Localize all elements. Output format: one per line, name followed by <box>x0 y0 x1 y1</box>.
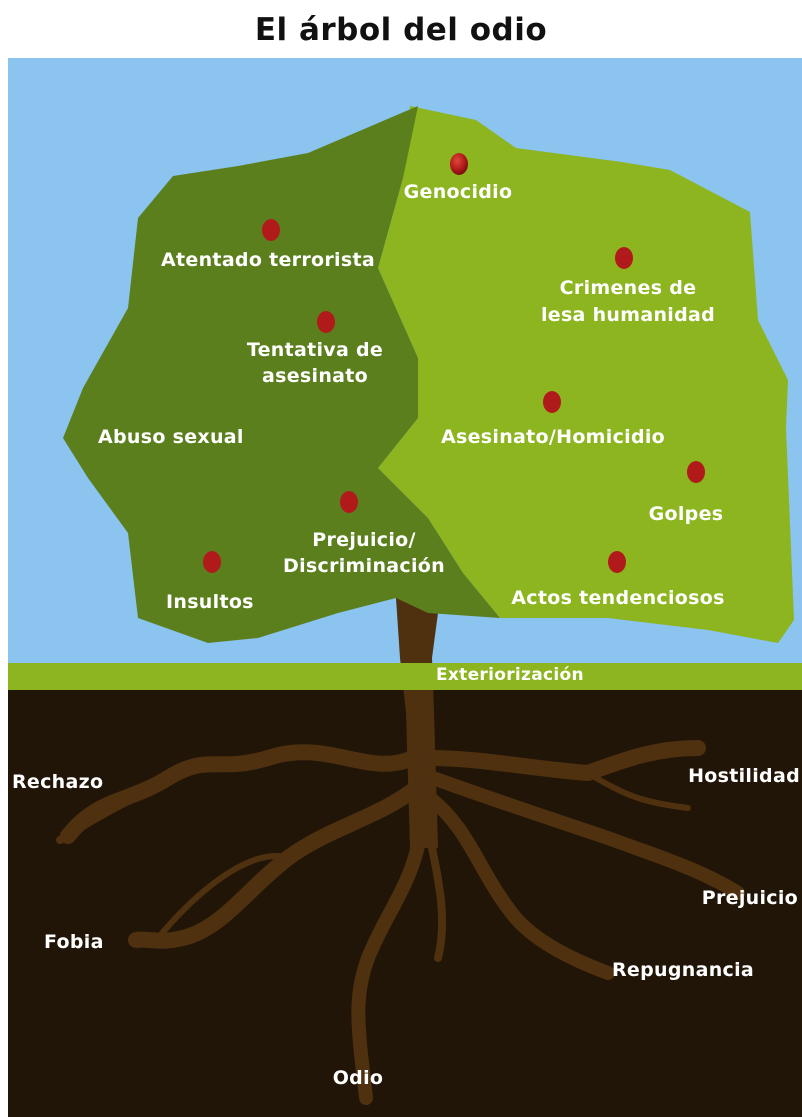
fruit-icon <box>685 458 707 484</box>
fruit-icon <box>260 216 282 242</box>
label-golpes: Golpes <box>626 502 746 526</box>
title-bar: El árbol del odio <box>0 0 802 58</box>
label-crimenes-line2: lesa humanidad <box>518 303 738 327</box>
ground-band <box>8 663 802 690</box>
label-insultos: Insultos <box>166 590 254 614</box>
label-abuso-sexual: Abuso sexual <box>98 425 244 449</box>
label-hostilidad: Hostilidad <box>642 764 800 788</box>
label-actos-tendenciosos: Actos tendenciosos <box>498 586 738 610</box>
label-tentativa-line2: asesinato <box>230 364 400 388</box>
label-prejuicio-root: Prejuicio <box>642 886 798 910</box>
fruit-icon <box>201 548 223 574</box>
label-exteriorizacion: Exteriorización <box>436 663 584 687</box>
fruit-icon <box>606 548 628 574</box>
page-title: El árbol del odio <box>0 12 802 48</box>
fruit-icon <box>541 388 563 414</box>
label-atentado-terrorista: Atentado terrorista <box>153 248 383 272</box>
label-asesinato-homicidio: Asesinato/Homicidio <box>428 425 678 449</box>
fruit-icon <box>338 488 360 514</box>
label-rechazo: Rechazo <box>12 770 103 794</box>
label-odio: Odio <box>308 1066 408 1090</box>
fruit-icon <box>315 308 337 334</box>
label-prejuicio-line2: Discriminación <box>274 554 454 578</box>
label-repugnancia: Repugnancia <box>612 958 754 982</box>
label-prejuicio-line1: Prejuicio/ <box>274 528 454 552</box>
label-genocidio: Genocidio <box>388 180 528 204</box>
fruit-icon <box>613 244 635 270</box>
label-tentativa-line1: Tentativa de <box>230 338 400 362</box>
tree-diagram: Atentado terrorista Tentativa de asesina… <box>8 58 802 1117</box>
label-fobia: Fobia <box>44 930 104 954</box>
label-crimenes-line1: Crimenes de <box>518 276 738 300</box>
fruit-icon <box>448 150 470 176</box>
